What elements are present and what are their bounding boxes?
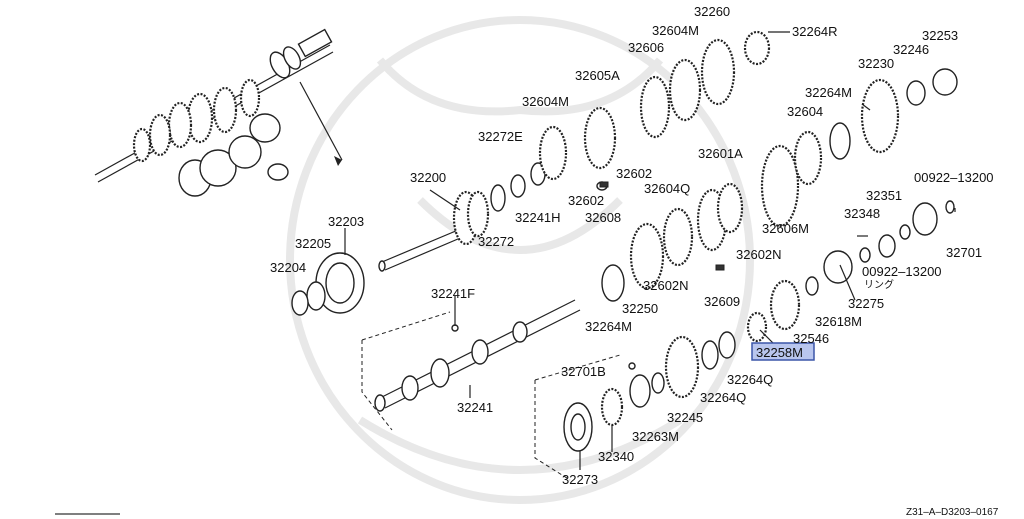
drawing-code: Z31–A–D3203–0167 [906, 507, 999, 518]
label-32340[interactable]: 32340 [598, 449, 634, 464]
label-32275[interactable]: 32275 [848, 296, 884, 311]
label-32546[interactable]: 32546 [793, 331, 829, 346]
label-32604q[interactable]: 32604Q [644, 181, 690, 196]
main-shaft [361, 299, 581, 431]
synchro-group [599, 68, 958, 302]
label-32264q-left[interactable]: 32264Q [700, 390, 746, 405]
label-32241[interactable]: 32241 [457, 400, 493, 415]
label-32602-left[interactable]: 32602 [568, 193, 604, 208]
label-32245[interactable]: 32245 [667, 410, 703, 425]
label-32701-top[interactable]: 32701 [946, 245, 982, 260]
label-32272[interactable]: 32272 [478, 234, 514, 249]
label-32604m-mid[interactable]: 32604M [522, 94, 569, 109]
label-32264m-top[interactable]: 32264M [805, 85, 852, 100]
label-32258m[interactable]: 32258M [756, 345, 803, 360]
label-32609[interactable]: 32609 [704, 294, 740, 309]
label-32246[interactable]: 32246 [893, 42, 929, 57]
label-32205[interactable]: 32205 [295, 236, 331, 251]
label-32272e[interactable]: 32272E [478, 129, 523, 144]
label-32701b[interactable]: 32701B [561, 364, 606, 379]
label-32250[interactable]: 32250 [622, 301, 658, 316]
part-labels: 32260 32604M 32264R 32253 32606 32246 32… [270, 4, 994, 487]
lower-gear-group [534, 331, 736, 481]
label-32273[interactable]: 32273 [562, 472, 598, 487]
label-32241h[interactable]: 32241H [515, 210, 561, 225]
label-32230[interactable]: 32230 [858, 56, 894, 71]
label-32263m[interactable]: 32263M [632, 429, 679, 444]
label-32264r[interactable]: 32264R [792, 24, 838, 39]
label-00922-13200-top[interactable]: 00922–13200 [914, 170, 994, 185]
label-00922-13200-bottom[interactable]: 00922–13200 [862, 264, 942, 279]
arrow-head [334, 156, 342, 166]
label-32601a[interactable]: 32601A [698, 146, 743, 161]
label-ring-note: リング [864, 278, 894, 291]
right-small-parts [746, 200, 955, 343]
label-32606[interactable]: 32606 [628, 40, 664, 55]
label-32348[interactable]: 32348 [844, 206, 880, 221]
label-32264q-right[interactable]: 32264Q [727, 372, 773, 387]
highlight-box [751, 342, 815, 361]
assembly-inset [94, 28, 343, 197]
label-32203[interactable]: 32203 [328, 214, 364, 229]
label-32351[interactable]: 32351 [866, 188, 902, 203]
label-32604[interactable]: 32604 [787, 104, 823, 119]
label-32618m[interactable]: 32618M [815, 314, 862, 329]
input-shaft-group [291, 30, 771, 316]
label-32241f[interactable]: 32241F [431, 286, 475, 301]
label-32264m-bottom[interactable]: 32264M [585, 319, 632, 334]
label-32602-right[interactable]: 32602 [616, 166, 652, 181]
watermark-emblem [286, 16, 754, 504]
label-32204[interactable]: 32204 [270, 260, 306, 275]
label-32608[interactable]: 32608 [585, 210, 621, 225]
label-32604m-top[interactable]: 32604M [652, 23, 699, 38]
label-32253[interactable]: 32253 [922, 28, 958, 43]
label-32602n-right[interactable]: 32602N [736, 247, 782, 262]
label-32200[interactable]: 32200 [410, 170, 446, 185]
label-32605a[interactable]: 32605A [575, 68, 620, 83]
label-32606m[interactable]: 32606M [762, 221, 809, 236]
label-32260[interactable]: 32260 [694, 4, 730, 19]
label-32602n-left[interactable]: 32602N [643, 278, 689, 293]
